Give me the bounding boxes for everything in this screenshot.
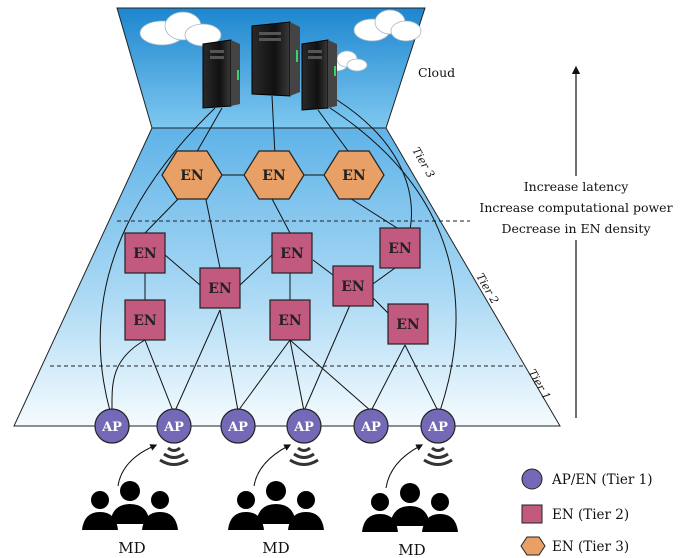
- cloud-icon: [139, 11, 222, 47]
- md-arrows: [117, 444, 424, 489]
- en-label: EN: [133, 313, 157, 329]
- ap-node: AP: [156, 408, 192, 444]
- cloud-icon: [353, 9, 422, 42]
- ap-node: AP: [220, 408, 256, 444]
- tier3-node: EN: [323, 150, 385, 200]
- en-label: EN: [180, 168, 204, 184]
- en-label: EN: [133, 246, 157, 262]
- wifi-signal-icon: [159, 446, 189, 466]
- en-label: EN: [262, 168, 286, 184]
- ap-label: AP: [163, 420, 184, 435]
- legend-ap-icon: [521, 468, 543, 490]
- tier3-node: EN: [243, 150, 305, 200]
- en-label: EN: [396, 317, 420, 333]
- ap-label: AP: [293, 420, 314, 435]
- ap-label: AP: [227, 420, 248, 435]
- ap-label: AP: [101, 420, 122, 435]
- legend-en3-icon: [520, 536, 546, 556]
- wifi-signal-icon: [423, 446, 453, 466]
- legend-en2-icon: [521, 504, 543, 524]
- md-label: MD: [398, 541, 425, 558]
- server-icon: [202, 39, 240, 109]
- cloud-region: Cloud: [116, 7, 455, 129]
- tier2-node: EN: [269, 299, 311, 341]
- user-group-icon: [362, 483, 458, 532]
- tier2-node: EN: [379, 227, 421, 269]
- md-label: MD: [118, 539, 145, 557]
- server-icon: [301, 39, 337, 111]
- en-label: EN: [280, 246, 304, 262]
- en-label: EN: [278, 313, 302, 329]
- side-note-latency: Increase latency: [524, 179, 630, 194]
- tier2-node: EN: [271, 232, 313, 274]
- tier2-node: EN: [332, 265, 374, 307]
- ap-node: AP: [94, 408, 130, 444]
- user-group-icon: [228, 481, 324, 530]
- legend-en2-label: EN (Tier 2): [552, 507, 629, 523]
- cloud-label: Cloud: [418, 65, 455, 80]
- tier2-node: EN: [387, 303, 429, 345]
- tier3-node: EN: [161, 150, 223, 200]
- en-label: EN: [341, 279, 365, 295]
- wifi-signal-icon: [289, 446, 319, 466]
- legend-en3-label: EN (Tier 3): [552, 539, 629, 555]
- side-note-density: Decrease in EN density: [501, 221, 651, 236]
- server-icon: [251, 21, 300, 97]
- ap-label: AP: [360, 420, 381, 435]
- ap-node: AP: [420, 408, 456, 444]
- md-label: MD: [262, 539, 289, 557]
- tier2-node: EN: [199, 267, 241, 309]
- legend-ap-label: AP/EN (Tier 1): [551, 472, 653, 488]
- ap-node: AP: [353, 408, 389, 444]
- tier2-node: EN: [124, 232, 166, 274]
- user-group-icon: [82, 481, 178, 530]
- side-notes-background: [470, 176, 682, 240]
- en-label: EN: [388, 241, 412, 257]
- legend: AP/EN (Tier 1) EN (Tier 2) EN (Tier 3): [520, 468, 653, 556]
- en-label: EN: [208, 281, 232, 297]
- ap-label: AP: [427, 420, 448, 435]
- ap-node: AP: [286, 408, 322, 444]
- en-label: EN: [342, 168, 366, 184]
- side-note-power: Increase computational power: [479, 200, 672, 215]
- tier2-node: EN: [124, 299, 166, 341]
